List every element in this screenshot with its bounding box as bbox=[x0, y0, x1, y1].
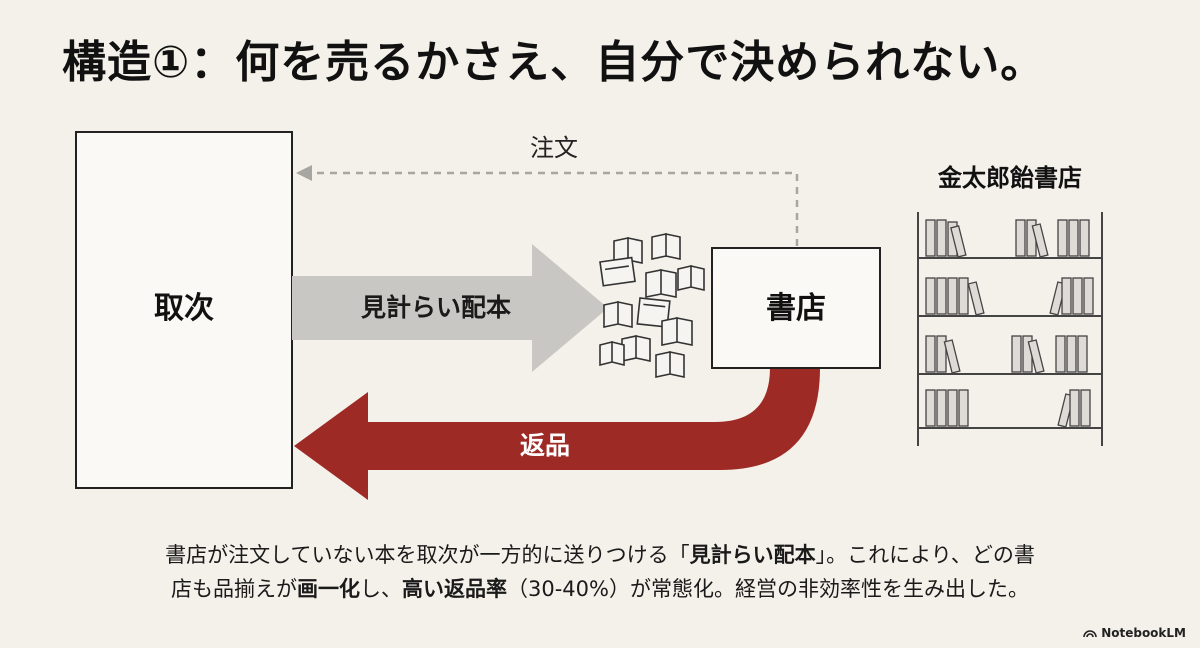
consignment-arrow bbox=[292, 244, 608, 372]
footer-brand-label: NotebookLM bbox=[1101, 626, 1186, 640]
caption-text: 店も品揃えが bbox=[171, 577, 297, 601]
caption-text: 書店が注文していない本を取次が一方的に送りつける「 bbox=[165, 543, 690, 567]
caption-emphasis: 見計らい配本 bbox=[689, 543, 816, 567]
caption-emphasis: 高い返品率 bbox=[402, 577, 507, 601]
caption-text: し、 bbox=[360, 577, 402, 601]
bookstore-label: 書店 bbox=[766, 291, 826, 326]
caption-text: 」。これにより、どの書 bbox=[815, 543, 1035, 567]
bookshelf-icon bbox=[917, 212, 1103, 446]
page-title: 構造①：何を売るかさえ、自分で決められない。 bbox=[62, 37, 1046, 88]
shelf-books bbox=[925, 219, 1094, 428]
distributor-label: 取次 bbox=[154, 291, 214, 326]
caption-text: （30-40%）が常態化。経営の非効率性を生み出した。 bbox=[507, 577, 1029, 601]
order-arrowhead bbox=[296, 165, 312, 181]
returns-label: 返品 bbox=[520, 431, 570, 460]
order-label: 注文 bbox=[530, 134, 578, 162]
returns-arrow bbox=[294, 368, 820, 500]
bookstore-box bbox=[711, 247, 881, 369]
books-cluster-icon bbox=[599, 233, 705, 378]
shelf-title: 金太郎飴書店 bbox=[937, 164, 1082, 192]
order-line bbox=[300, 171, 799, 246]
consignment-label: 見計らい配本 bbox=[361, 293, 511, 322]
caption: 書店が注文していない本を取次が一方的に送りつける「見計らい配本」。これにより、ど… bbox=[40, 538, 1160, 606]
notebooklm-logo-icon bbox=[1083, 630, 1097, 638]
caption-emphasis: 画一化 bbox=[297, 577, 360, 601]
distributor-box bbox=[75, 131, 293, 489]
footer-brand: NotebookLM bbox=[1083, 626, 1186, 640]
